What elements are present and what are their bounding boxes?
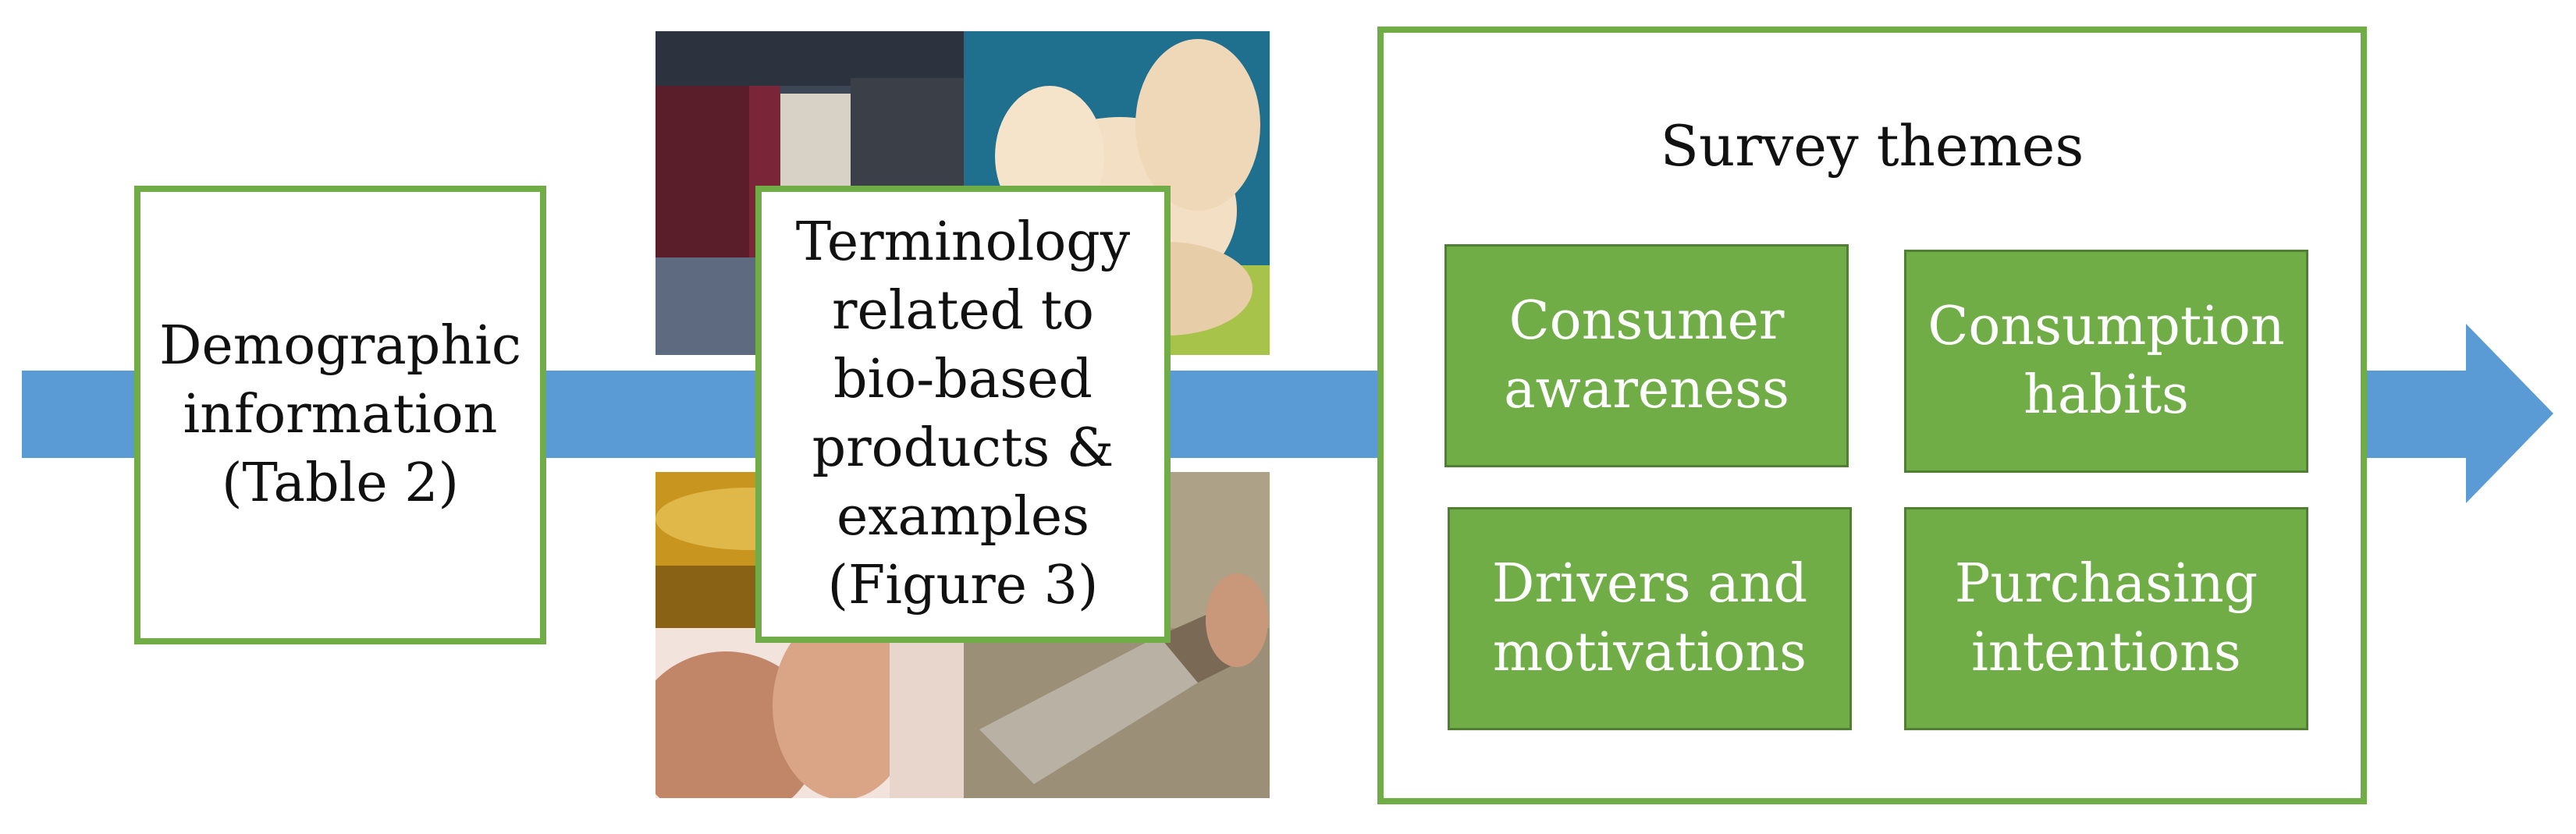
terminology-line: Terminology bbox=[795, 211, 1131, 273]
face-skincare-photo bbox=[656, 628, 964, 798]
flow-arrow-shape bbox=[22, 324, 2553, 503]
demographic-info-box: Demographic information (Table 2) bbox=[134, 186, 546, 644]
terminology-line: examples bbox=[836, 486, 1089, 548]
theme-purchasing-intentions: Purchasing intentions bbox=[1904, 507, 2308, 730]
theme-line: Consumption bbox=[1928, 296, 2285, 357]
terminology-label: Terminology related to bio-based product… bbox=[796, 208, 1130, 620]
theme-line: awareness bbox=[1504, 359, 1789, 421]
terminology-line: products & bbox=[812, 417, 1114, 479]
theme-line: Purchasing bbox=[1954, 553, 2258, 615]
theme-line: habits bbox=[2023, 364, 2189, 426]
theme-drivers-motivations: Drivers and motivations bbox=[1448, 507, 1852, 730]
theme-consumption-habits: Consumption habits bbox=[1904, 250, 2308, 473]
terminology-line: related to bbox=[831, 280, 1094, 342]
theme-line: Drivers and bbox=[1491, 553, 1808, 615]
theme-line: intentions bbox=[1971, 622, 2241, 683]
demographic-line: information bbox=[183, 384, 498, 445]
terminology-box: Terminology related to bio-based product… bbox=[755, 186, 1171, 643]
demographic-line: (Table 2) bbox=[221, 452, 460, 514]
terminology-line: bio-based bbox=[833, 349, 1093, 410]
theme-line: Consumer bbox=[1508, 290, 1785, 352]
demographic-info-label: Demographic information (Table 2) bbox=[159, 312, 521, 518]
theme-consumer-awareness: Consumer awareness bbox=[1444, 244, 1849, 467]
survey-themes-title: Survey themes bbox=[1660, 113, 2084, 179]
theme-line: motivations bbox=[1492, 622, 1807, 683]
demographic-line: Demographic bbox=[159, 315, 521, 377]
terminology-line: (Figure 3) bbox=[827, 555, 1099, 616]
